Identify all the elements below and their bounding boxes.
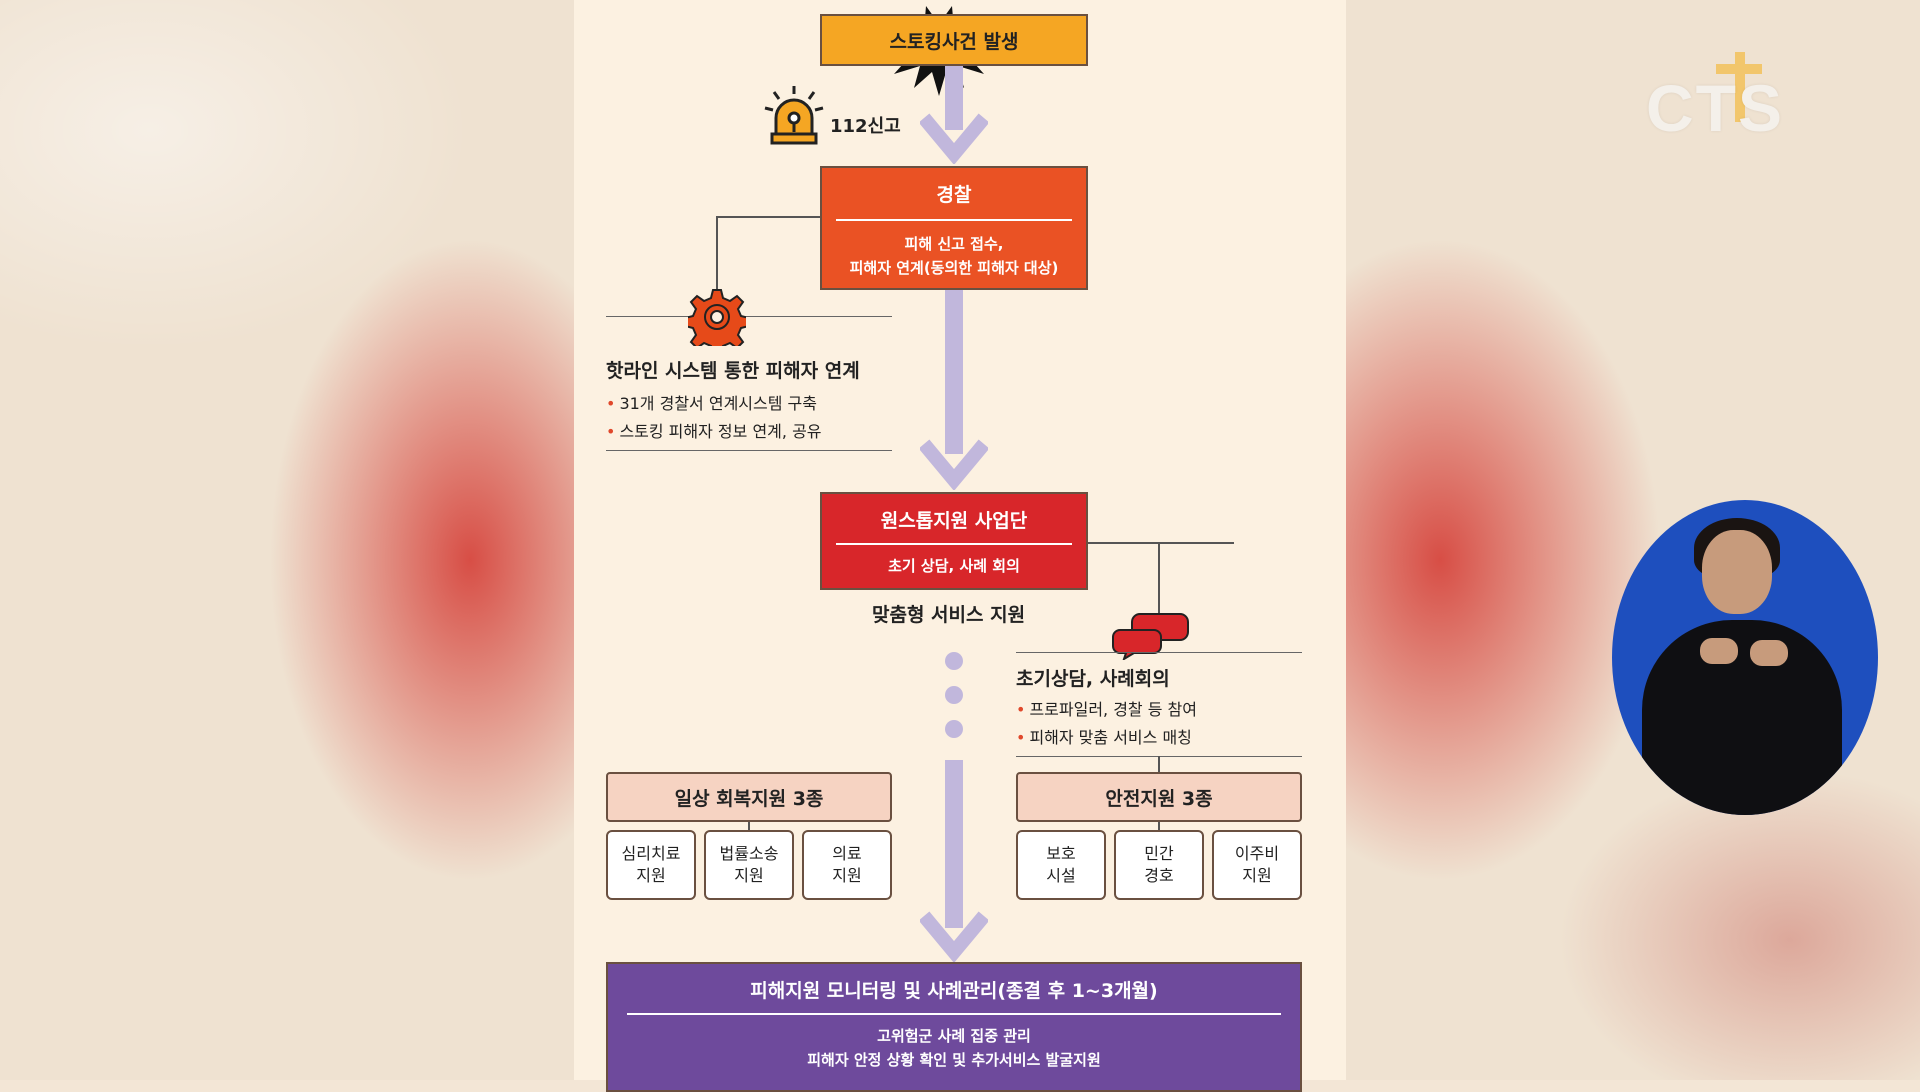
arrow-head-1 xyxy=(920,113,988,164)
monitor-line-2: 피해자 안정 상황 확인 및 추가서비스 발굴지원 xyxy=(807,1051,1101,1069)
logo-cross-vertical xyxy=(1735,52,1745,122)
initial-item-1: •프로파일러, 경찰 등 참여 xyxy=(1016,696,1197,720)
interpreter-face xyxy=(1702,530,1772,614)
daily-item-2-l2: 지원 xyxy=(734,866,764,885)
siren-icon xyxy=(764,86,824,145)
initial-item-2: •피해자 맞춤 서비스 매칭 xyxy=(1016,724,1192,748)
hotline-bottom-rule xyxy=(606,450,892,451)
arrow-head-3 xyxy=(920,911,988,962)
bullet: • xyxy=(606,422,616,441)
chat-bubble-icon xyxy=(1112,613,1189,660)
infographic-panel: 스토킹사건 발생 112신고 경찰 피해 신고 접수, 피해자 연계(동의한 피… xyxy=(574,0,1346,1092)
daily-support-box: 일상 회복지원 3종 xyxy=(606,772,892,822)
start-label: 스토킹사건 발생 xyxy=(889,30,1019,53)
connector-police-v xyxy=(716,216,718,296)
hotline-title: 핫라인 시스템 통한 피해자 연계 xyxy=(606,360,860,382)
daily-item-3: 의료 지원 xyxy=(802,830,892,900)
police-line-2: 피해자 연계(동의한 피해자 대상) xyxy=(849,259,1059,277)
monitor-title: 피해지원 모니터링 및 사례관리(종결 후 1~3개월) xyxy=(750,980,1158,1002)
connector-police-h xyxy=(716,216,820,218)
initial-to-safety xyxy=(1158,756,1160,772)
custom-service-label: 맞춤형 서비스 지원 xyxy=(872,604,1026,626)
safety-item-1-l2: 시설 xyxy=(1046,866,1076,885)
initial-title: 초기상담, 사례회의 xyxy=(1016,668,1170,690)
onestop-divider xyxy=(836,543,1072,545)
connector-onestop-h xyxy=(1088,542,1234,544)
daily-connector xyxy=(748,822,750,832)
daily-item-1: 심리치료 지원 xyxy=(606,830,696,900)
safety-item-1-l1: 보호 xyxy=(1046,844,1076,863)
initial-item-1-text: 프로파일러, 경찰 등 참여 xyxy=(1029,700,1197,719)
daily-title: 일상 회복지원 3종 xyxy=(674,787,824,810)
daily-item-3-l1: 의료 xyxy=(832,844,862,863)
bullet: • xyxy=(1016,700,1026,719)
safety-item-2-l2: 경호 xyxy=(1144,866,1174,885)
bullet: • xyxy=(1016,728,1026,747)
police-line-1: 피해 신고 접수, xyxy=(904,235,1004,253)
safety-item-3: 이주비 지원 xyxy=(1212,830,1302,900)
initial-item-2-text: 피해자 맞춤 서비스 매칭 xyxy=(1029,728,1192,747)
daily-item-3-l2: 지원 xyxy=(832,866,862,885)
monitor-divider xyxy=(627,1013,1281,1015)
safety-item-2-l1: 민간 xyxy=(1144,844,1174,863)
onestop-title: 원스톱지원 사업단 xyxy=(880,510,1028,532)
hotline-top-rule xyxy=(606,316,892,317)
connector-onestop-v xyxy=(1158,542,1160,622)
safety-item-2: 민간 경호 xyxy=(1114,830,1204,900)
arrow-shaft-3 xyxy=(945,760,963,928)
monitor-line-1: 고위험군 사례 집중 관리 xyxy=(877,1027,1031,1045)
interpreter-hand-right xyxy=(1750,640,1788,666)
police-divider xyxy=(836,219,1072,221)
daily-item-2-l1: 법률소송 xyxy=(719,844,779,863)
dot-3 xyxy=(945,720,963,738)
sign-language-interpreter xyxy=(1612,500,1878,815)
monitor-box: 피해지원 모니터링 및 사례관리(종결 후 1~3개월) 고위험군 사례 집중 … xyxy=(606,962,1302,1092)
hotline-item-1-text: 31개 경찰서 연계시스템 구축 xyxy=(619,394,817,413)
dot-1 xyxy=(945,652,963,670)
report-label: 112신고 xyxy=(830,116,901,137)
police-box: 경찰 피해 신고 접수, 피해자 연계(동의한 피해자 대상) xyxy=(820,166,1088,290)
daily-item-1-l2: 지원 xyxy=(636,866,666,885)
daily-item-2: 법률소송 지원 xyxy=(704,830,794,900)
interpreter-hand-left xyxy=(1700,638,1738,664)
safety-connector xyxy=(1158,822,1160,832)
broadcaster-logo: CTS xyxy=(1646,71,1784,145)
safety-title: 안전지원 3종 xyxy=(1105,787,1213,810)
safety-item-3-l2: 지원 xyxy=(1242,866,1272,885)
arrow-shaft-1 xyxy=(945,66,963,130)
daily-item-1-l1: 심리치료 xyxy=(621,844,681,863)
police-title: 경찰 xyxy=(936,184,972,206)
initial-top-rule xyxy=(1016,652,1302,653)
safety-support-box: 안전지원 3종 xyxy=(1016,772,1302,822)
hotline-item-2-text: 스토킹 피해자 정보 연계, 공유 xyxy=(619,422,822,441)
start-box: 스토킹사건 발생 xyxy=(820,14,1088,66)
interpreter-body xyxy=(1642,620,1842,815)
arrow-head-2 xyxy=(920,439,988,490)
logo-cross-horizontal xyxy=(1716,64,1762,74)
hotline-item-2: •스토킹 피해자 정보 연계, 공유 xyxy=(606,418,822,442)
bullet: • xyxy=(606,394,616,413)
onestop-box: 원스톱지원 사업단 초기 상담, 사례 회의 xyxy=(820,492,1088,590)
arrow-shaft-2 xyxy=(945,290,963,454)
safety-item-1: 보호 시설 xyxy=(1016,830,1106,900)
safety-item-3-l1: 이주비 xyxy=(1234,844,1280,863)
dot-2 xyxy=(945,686,963,704)
gear-icon xyxy=(688,289,746,346)
onestop-sub: 초기 상담, 사례 회의 xyxy=(888,557,1020,575)
hotline-item-1: •31개 경찰서 연계시스템 구축 xyxy=(606,390,817,414)
